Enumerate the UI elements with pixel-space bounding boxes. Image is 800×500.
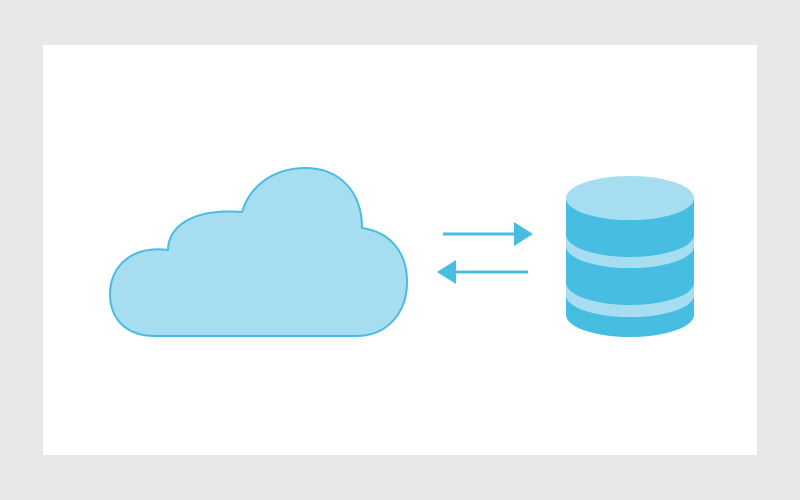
database-icon bbox=[566, 176, 694, 337]
arrow-left-icon bbox=[437, 260, 528, 284]
cloud-icon bbox=[109, 167, 408, 337]
arrow-right-icon bbox=[443, 222, 533, 246]
